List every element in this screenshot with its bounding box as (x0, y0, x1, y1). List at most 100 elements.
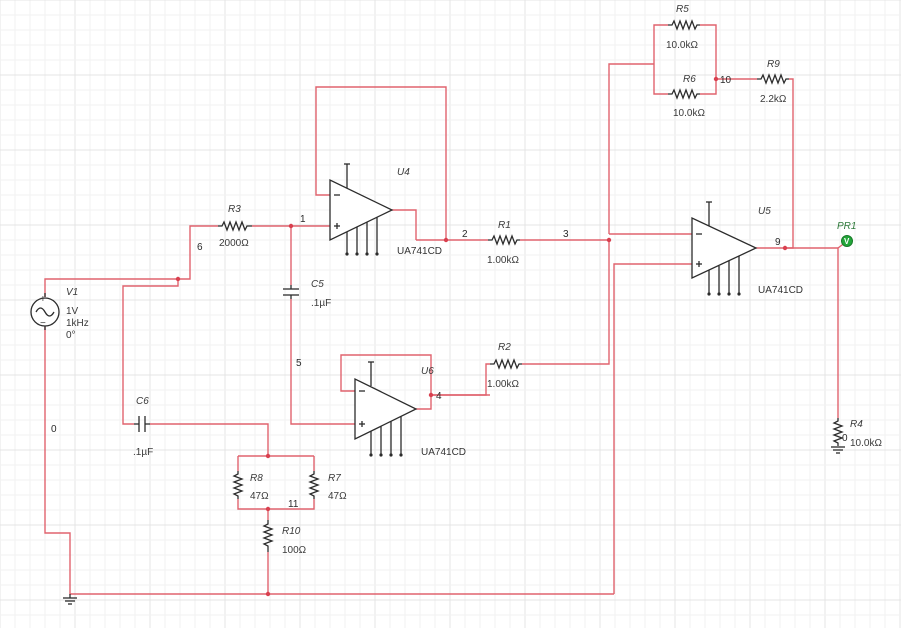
u5-model: UA741CD (758, 285, 803, 296)
resistor-r3[interactable]: R3 2000Ω (218, 204, 252, 249)
v1-ref: V1 (66, 287, 78, 298)
r6-value: 10.0kΩ (673, 108, 705, 119)
net-label-5: 5 (296, 358, 302, 369)
junction-net-10 (265, 506, 271, 512)
opamp-u4[interactable]: U4 UA741CD (329, 163, 442, 257)
u6-ref: U6 (421, 366, 434, 377)
r9-value: 2.2kΩ (760, 94, 787, 105)
resistor-r4[interactable]: R4 10.0kΩ (831, 418, 882, 454)
svg-text:+: + (40, 294, 46, 305)
wire-u6-feedback[interactable] (340, 354, 432, 395)
wire-r6-right[interactable] (700, 79, 717, 95)
c6-ref: C6 (136, 396, 149, 407)
r5-ref: R5 (676, 4, 689, 15)
ground-symbol[interactable] (63, 594, 77, 605)
wire-u5-plus[interactable] (613, 263, 692, 594)
junction-net-8 (782, 245, 788, 251)
r10-value: 100Ω (282, 545, 307, 556)
wire-net-8[interactable] (756, 247, 839, 418)
wires (44, 24, 847, 595)
r10-ref: R10 (282, 526, 301, 537)
wire-net-6-c6[interactable] (122, 279, 179, 425)
net-label-10: 11 (288, 499, 299, 510)
svg-text:−: − (40, 318, 46, 329)
opamp-u5[interactable]: U5 UA741CD (691, 201, 803, 296)
capacitor-c6[interactable]: C6 .1µF (133, 396, 153, 458)
wire-net-11[interactable] (150, 423, 269, 456)
r9-ref: R9 (767, 59, 780, 70)
net-label-2: 2 (462, 229, 468, 240)
c5-ref: C5 (311, 279, 324, 290)
probe-pr1-symbol: V (844, 237, 850, 246)
wire-r5-left[interactable] (653, 24, 668, 64)
v1-phase: 0° (66, 330, 76, 341)
r6-ref: R6 (683, 74, 696, 85)
r1-value: 1.00kΩ (487, 255, 519, 266)
probe-pr1[interactable]: V PR1 (837, 221, 856, 247)
resistor-r2[interactable]: R2 1.00kΩ (487, 342, 522, 390)
junction-net-2 (443, 237, 449, 243)
resistor-r5[interactable]: R5 10.0kΩ (666, 4, 700, 51)
resistor-r10[interactable]: R10 100Ω (262, 520, 307, 556)
r3-ref: R3 (228, 204, 241, 215)
r2-ref: R2 (498, 342, 511, 353)
v1-source[interactable]: + − V1 1V 1kHz 0° (30, 287, 89, 341)
wire-r8-bot[interactable] (237, 499, 315, 510)
r7-ref: R7 (328, 473, 341, 484)
pr1-ref: PR1 (837, 221, 856, 232)
wire-u4-out[interactable] (392, 209, 417, 240)
net-label-0-r4: 0 (842, 433, 848, 444)
u6-model: UA741CD (421, 447, 466, 458)
wire-net-5[interactable] (290, 299, 355, 425)
u5-ref: U5 (758, 206, 771, 217)
net-label-0: 0 (51, 424, 57, 435)
c6-value: .1µF (133, 447, 153, 458)
wire-u6-out[interactable] (416, 394, 490, 410)
resistor-r9[interactable]: R9 2.2kΩ (757, 59, 789, 105)
wire-v1-top[interactable] (44, 278, 178, 297)
wire-net-0[interactable] (44, 327, 614, 595)
u4-model: UA741CD (397, 246, 442, 257)
wire-net-6[interactable] (178, 225, 218, 280)
u4-ref: U4 (397, 167, 410, 178)
junction-net-1 (288, 223, 294, 229)
wire-r5-right[interactable] (700, 24, 717, 79)
c5-value: .1µF (311, 298, 331, 309)
r7-value: 47Ω (328, 491, 347, 502)
net-label-3: 3 (563, 229, 569, 240)
junctions (175, 76, 788, 597)
net-labels: 0 1 2 3 4 5 6 9 10 11 0 (51, 75, 848, 510)
net-label-8: 9 (775, 237, 781, 248)
v1-frequency: 1kHz (66, 318, 89, 329)
wire-net-3-r2[interactable] (522, 240, 610, 365)
r4-value: 10.0kΩ (850, 438, 882, 449)
junction-net-4 (428, 392, 434, 398)
wire-u4-feedback[interactable] (315, 86, 447, 240)
r1-ref: R1 (498, 220, 511, 231)
r2-value: 1.00kΩ (487, 379, 519, 390)
v1-amplitude: 1V (66, 306, 79, 317)
junction-net-11 (265, 453, 271, 459)
net-label-1: 1 (300, 214, 306, 225)
resistor-r7[interactable]: R7 47Ω (308, 471, 347, 502)
net-label-4: 4 (436, 391, 442, 402)
r8-ref: R8 (250, 473, 263, 484)
junction-ground (265, 591, 271, 597)
resistor-r8[interactable]: R8 47Ω (232, 471, 269, 502)
r8-value: 47Ω (250, 491, 269, 502)
resistor-r1[interactable]: R1 1.00kΩ (487, 220, 520, 266)
opamp-u6[interactable]: U6 UA741CD (354, 361, 466, 458)
junction-net-3 (606, 237, 612, 243)
wire-net-4[interactable] (431, 363, 490, 396)
capacitor-c5[interactable]: C5 .1µF (283, 279, 331, 309)
r4-ref: R4 (850, 419, 863, 430)
resistor-r6[interactable]: R6 10.0kΩ (668, 74, 705, 119)
r3-value: 2000Ω (219, 238, 249, 249)
net-label-6: 6 (197, 242, 203, 253)
wire-net-3-up[interactable] (608, 63, 654, 234)
junction-net-6 (175, 276, 181, 282)
wire-r6-left[interactable] (653, 64, 668, 95)
net-label-9: 10 (720, 75, 732, 86)
